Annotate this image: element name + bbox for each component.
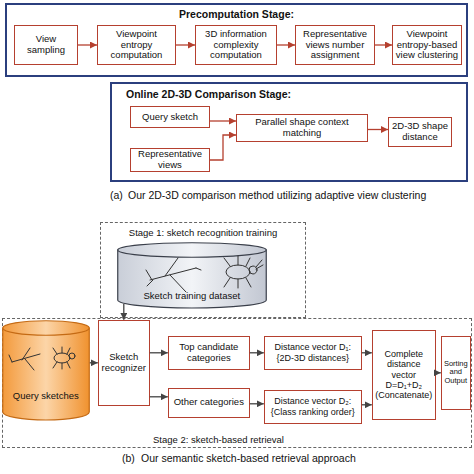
- database-cylinder: Query sketches: [2, 320, 90, 420]
- node-label: Distance vector D₂: {Class ranking order…: [267, 396, 359, 417]
- category-box: Top candidate categories: [168, 336, 250, 370]
- process-box: Representative views number assignment: [295, 25, 375, 65]
- database-cylinder: Sketch training dataset: [117, 242, 267, 308]
- node-label: Query sketch: [142, 112, 198, 123]
- flow-arrow: [362, 404, 372, 405]
- input-box: Representative views: [130, 148, 210, 172]
- node-label: Sketch training dataset: [143, 291, 240, 302]
- flow-arrow: [210, 120, 236, 121]
- node-label: Complete distance vector D=D₁+D₂ (Concat…: [375, 349, 433, 401]
- output-box: 2D-3D shape distance: [388, 117, 452, 147]
- flow-arrow: [250, 403, 264, 404]
- insect-legs: [53, 347, 70, 369]
- input-box: Query sketch: [130, 106, 210, 128]
- insect-sketch: [226, 265, 250, 279]
- airplane-sketch: [9, 348, 40, 370]
- stage-heading: Stage 1: sketch recognition training: [101, 227, 305, 238]
- stage-frame: Query sketches Sketch recognizer Top candi…: [2, 318, 472, 448]
- process-box: Viewpoint entropy-based view clustering: [392, 25, 462, 65]
- stage-frame: View sampling Viewpoint entropy computati…: [5, 3, 468, 77]
- cylinder-body: [118, 250, 267, 308]
- sketch-doodles: [9, 256, 263, 370]
- node-label: View sampling: [17, 34, 75, 56]
- flow-arrow: [176, 44, 195, 45]
- flow-arrow: [150, 396, 168, 397]
- category-box: Other categories: [168, 388, 250, 418]
- flow-arrow: [90, 362, 98, 363]
- node-label: 3D information complexity computation: [198, 29, 274, 62]
- node-label: Sorting and Output: [442, 360, 470, 386]
- node-label: Viewpoint entropy computation: [100, 29, 173, 62]
- node-label: Representative views: [133, 149, 207, 171]
- process-box: View sampling: [14, 25, 78, 65]
- node-label: Viewpoint entropy-based view clustering: [395, 29, 459, 62]
- stage-heading: Stage 2: sketch-based retrieval: [153, 434, 284, 445]
- figure-caption: Our 2D-3D comparison method utilizing ad…: [128, 189, 426, 201]
- stage-frame: Query sketchRepresentative views Parallel…: [110, 82, 468, 182]
- figure-caption: Our semantic sketch-based retrieval appr…: [141, 452, 356, 464]
- output-box: Sorting and Output: [441, 336, 471, 410]
- flow-arrow: [277, 44, 295, 45]
- process-box: Sketch recognizer: [98, 320, 150, 406]
- airplane-sketch: [146, 258, 201, 292]
- process-box: 3D information complexity computation: [195, 25, 277, 65]
- node-label: Representative views number assignment: [298, 29, 372, 62]
- flow-arrow: [368, 129, 388, 130]
- node-label: Top candidate categories: [171, 342, 247, 364]
- figure-caption: (a): [110, 189, 123, 201]
- cylinder-body: [3, 328, 90, 420]
- flow-arrow: [436, 372, 441, 373]
- flow-arrow: [375, 44, 392, 45]
- cylinder-top: [3, 321, 90, 336]
- node-label: Sketch recognizer: [101, 352, 147, 374]
- insect-sketch: [249, 266, 257, 274]
- node-label: Distance vector D₁: {2D-3D distances}: [267, 342, 359, 363]
- node-label: Other categories: [174, 397, 244, 408]
- flow-arrow: [250, 352, 264, 353]
- vector-box: Complete distance vector D=D₁+D₂ (Concat…: [372, 330, 436, 420]
- vector-box: Distance vector D₁: {2D-3D distances}: [264, 336, 362, 370]
- cylinder-outline: [2, 320, 90, 420]
- figure-caption: (b): [122, 452, 135, 464]
- stage-frame: Sketch training dataset Stage 1: sketch r…: [100, 222, 306, 318]
- cylinder-top: [118, 243, 267, 258]
- flow-arrow: [78, 44, 97, 45]
- node-label: 2D-3D shape distance: [391, 121, 449, 143]
- flow-arrow: [210, 135, 236, 160]
- process-box: Viewpoint entropy computation: [97, 25, 176, 65]
- flow-arrow: [150, 352, 168, 353]
- node-label: Query sketches: [13, 391, 79, 402]
- process-box: Parallel shape context matching: [236, 114, 368, 142]
- insect-sketch: [69, 353, 75, 359]
- flow-arrow: [123, 304, 124, 320]
- insect-sketch: [54, 353, 70, 363]
- insect-legs: [224, 256, 263, 288]
- stage-heading: Online 2D-3D Comparison Stage:: [126, 88, 291, 100]
- flow-arrow: [362, 352, 372, 353]
- node-label: Parallel shape context matching: [239, 117, 365, 139]
- stage-heading: Precomputation Stage:: [7, 8, 466, 20]
- vector-box: Distance vector D₂: {Class ranking order…: [264, 390, 362, 424]
